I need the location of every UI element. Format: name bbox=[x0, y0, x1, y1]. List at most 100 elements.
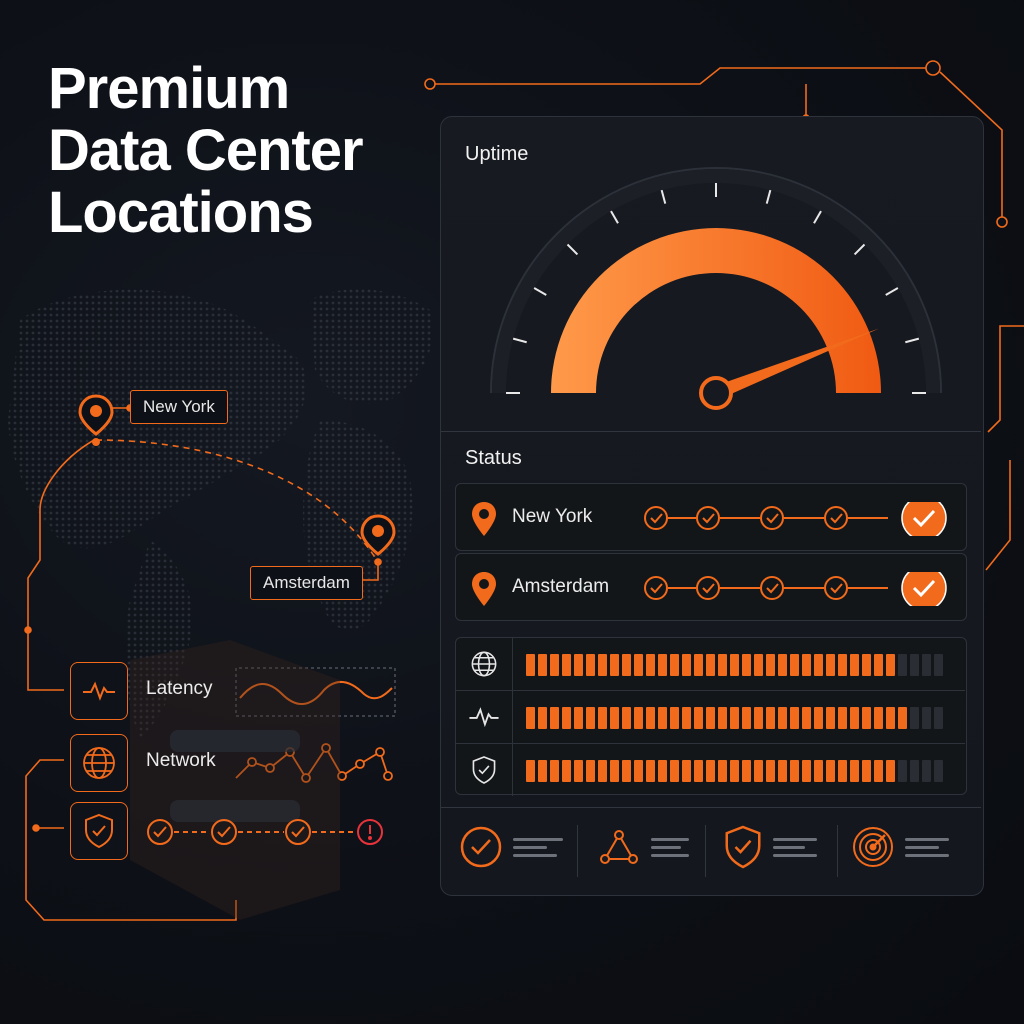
dashboard-panel: Uptime Status New York bbox=[440, 116, 984, 896]
footer-item-network[interactable] bbox=[597, 817, 691, 877]
meter-segment-filled bbox=[742, 654, 751, 676]
meter-segment-filled bbox=[814, 760, 823, 782]
meter-segment-filled bbox=[694, 760, 703, 782]
alert-icon bbox=[357, 819, 383, 845]
meter-segment-filled bbox=[598, 760, 607, 782]
meter-segment-filled bbox=[550, 760, 559, 782]
meter-segment-empty bbox=[898, 654, 907, 676]
uptime-gauge bbox=[490, 167, 942, 410]
check-icon bbox=[285, 819, 311, 845]
meter-segment-filled bbox=[670, 760, 679, 782]
gauge-tick bbox=[512, 337, 527, 344]
gauge-tick bbox=[566, 243, 579, 256]
globe-icon bbox=[83, 747, 115, 779]
footer-item-check[interactable] bbox=[459, 817, 563, 877]
map-pin-icon[interactable] bbox=[358, 512, 398, 568]
meter-segment-filled bbox=[874, 760, 883, 782]
gauge-tick bbox=[905, 337, 920, 344]
gauge-tick bbox=[610, 210, 619, 224]
meter-segment-filled bbox=[646, 707, 655, 729]
meter-segment-filled bbox=[874, 654, 883, 676]
meter-bar bbox=[526, 707, 943, 729]
footer-item-security[interactable] bbox=[723, 817, 817, 877]
meter-segment-filled bbox=[586, 760, 595, 782]
meter-segment-filled bbox=[562, 760, 571, 782]
meter-segment-filled bbox=[598, 654, 607, 676]
meter-segment-filled bbox=[658, 707, 667, 729]
gauge-hub bbox=[699, 376, 733, 410]
meter-segment-filled bbox=[838, 654, 847, 676]
meter-segment-filled bbox=[826, 707, 835, 729]
latency-feature[interactable] bbox=[70, 662, 128, 720]
gauge-needle bbox=[713, 328, 879, 400]
meter-segment-empty bbox=[910, 707, 919, 729]
meter-segment-filled bbox=[754, 760, 763, 782]
check-icon bbox=[211, 819, 237, 845]
resource-meters bbox=[455, 637, 967, 796]
meter-segment-filled bbox=[718, 707, 727, 729]
meter-bar bbox=[526, 760, 943, 782]
meter-segment-filled bbox=[886, 760, 895, 782]
meter-segment-filled bbox=[610, 760, 619, 782]
footer-item-radar[interactable] bbox=[851, 817, 949, 877]
meter-segment-empty bbox=[934, 760, 943, 782]
meter-segment-filled bbox=[778, 654, 787, 676]
page-title: Premium Data Center Locations bbox=[48, 58, 428, 244]
meter-segment-filled bbox=[682, 654, 691, 676]
meter-segment-filled bbox=[838, 707, 847, 729]
map-label-new-york: New York bbox=[130, 390, 228, 424]
meter-segment-filled bbox=[730, 654, 739, 676]
meter-segment-filled bbox=[562, 654, 571, 676]
status-row-new-york[interactable]: New York bbox=[455, 483, 967, 551]
meter-segment-filled bbox=[526, 654, 535, 676]
meter-segment-filled bbox=[886, 654, 895, 676]
meter-segment-filled bbox=[694, 654, 703, 676]
globe-icon bbox=[471, 651, 497, 677]
meter-row bbox=[456, 638, 965, 691]
meter-segment-filled bbox=[838, 760, 847, 782]
uptime-title: Uptime bbox=[465, 143, 529, 165]
meter-segment-filled bbox=[646, 760, 655, 782]
shield-check-icon bbox=[85, 813, 113, 849]
meter-segment-filled bbox=[694, 707, 703, 729]
meter-segment-filled bbox=[814, 654, 823, 676]
shield-check-icon bbox=[472, 756, 496, 784]
gauge-tick bbox=[885, 287, 899, 296]
latency-label: Latency bbox=[146, 678, 213, 699]
meter-segment-filled bbox=[814, 707, 823, 729]
meter-segment-filled bbox=[538, 760, 547, 782]
meter-bar bbox=[526, 654, 943, 676]
meter-segment-filled bbox=[790, 654, 799, 676]
meter-segment-filled bbox=[802, 707, 811, 729]
meter-segment-filled bbox=[874, 707, 883, 729]
meter-segment-filled bbox=[550, 654, 559, 676]
map-label-amsterdam: Amsterdam bbox=[250, 566, 363, 600]
meter-segment-filled bbox=[826, 654, 835, 676]
meter-segment-filled bbox=[790, 707, 799, 729]
meter-segment-filled bbox=[802, 654, 811, 676]
gauge-tick bbox=[853, 243, 866, 256]
meter-segment-filled bbox=[526, 707, 535, 729]
network-nodes-icon bbox=[600, 830, 638, 864]
meter-segment-filled bbox=[598, 707, 607, 729]
meter-segment-filled bbox=[574, 760, 583, 782]
network-feature[interactable] bbox=[70, 734, 128, 792]
meter-segment-filled bbox=[622, 760, 631, 782]
meter-row bbox=[456, 744, 965, 796]
pulse-icon bbox=[469, 707, 499, 727]
section-divider bbox=[441, 807, 981, 808]
meter-segment-filled bbox=[646, 654, 655, 676]
status-row-amsterdam[interactable]: Amsterdam bbox=[455, 553, 967, 621]
meter-segment-filled bbox=[538, 707, 547, 729]
footer-toolbar bbox=[441, 817, 981, 885]
meter-segment-filled bbox=[526, 760, 535, 782]
security-feature[interactable] bbox=[70, 802, 128, 860]
map-pin-icon[interactable] bbox=[76, 392, 116, 448]
meter-segment-filled bbox=[766, 707, 775, 729]
meter-segment-filled bbox=[682, 707, 691, 729]
status-check-chain bbox=[644, 502, 947, 536]
meter-segment-filled bbox=[898, 707, 907, 729]
meter-segment-filled bbox=[586, 707, 595, 729]
gauge-tick bbox=[533, 287, 547, 296]
meter-segment-filled bbox=[574, 654, 583, 676]
